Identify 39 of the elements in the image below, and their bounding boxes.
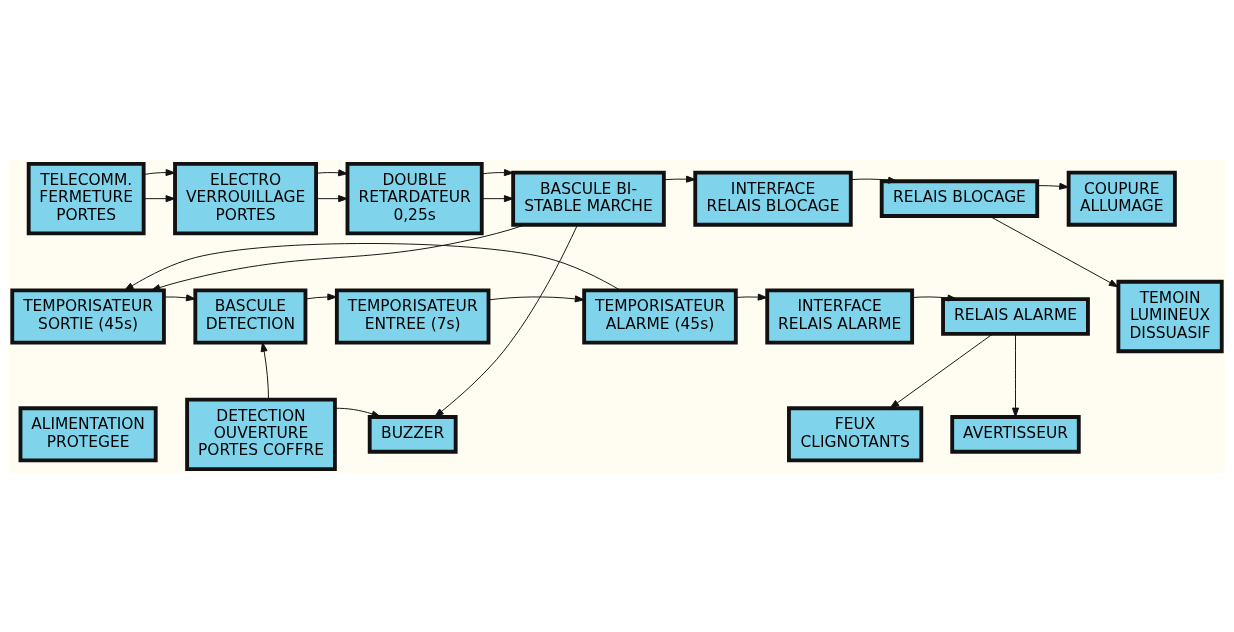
arrow (334, 407, 382, 417)
arrow (163, 293, 196, 301)
node-box: DOUBLE RETARDATEUR 0,25s (345, 161, 484, 235)
arrow (143, 168, 176, 176)
arrow (260, 341, 270, 400)
arrow (663, 175, 696, 183)
arrow (150, 223, 526, 291)
node-box: TELECOMM. FERMETURE PORTES (26, 161, 146, 235)
node-box: ALIMENTATION PROTEGEE (18, 405, 158, 462)
node-box: TEMPORISATEUR ENTREE (7s) (334, 288, 491, 344)
arrow (1011, 333, 1020, 417)
node-box: BASCULE BI-STABLE MARCHE (511, 170, 666, 227)
node-box: FEUX CLIGNOTANTS (787, 405, 924, 462)
arrow (315, 168, 348, 176)
node-box: COUPURE ALLUMAGE (1066, 170, 1177, 227)
node-box: ELECTRO VERROUILLAGE PORTES (173, 161, 318, 235)
node-box: INTERFACE RELAIS ALARME (765, 288, 915, 344)
arrow (143, 194, 176, 202)
node-box: BUZZER (367, 414, 458, 454)
arrow (481, 194, 514, 202)
arrow (911, 294, 958, 301)
node-box: DETECTION OUVERTURE PORTES COFFRE (185, 397, 337, 471)
node-box: BASCULE DETECTION (193, 288, 308, 344)
arrow (434, 223, 578, 417)
arrow (850, 176, 898, 184)
arrow (124, 242, 622, 291)
node-box: TEMPORISATEUR SORTIE (45s) (10, 288, 166, 344)
arrow (481, 168, 514, 176)
arrow (1036, 182, 1069, 190)
arrow (735, 293, 768, 301)
arrow (989, 215, 1119, 287)
arrow (488, 294, 585, 302)
arrow (305, 292, 337, 300)
arrow (889, 333, 993, 409)
node-box: TEMOIN LUMINEUX DISSUASIF (1116, 279, 1224, 353)
node-box: TEMPORISATEUR ALARME (45s) (582, 288, 738, 344)
node-box: AVERTISSEUR (950, 414, 1081, 454)
arrow (315, 194, 348, 202)
node-box: INTERFACE RELAIS BLOCAGE (693, 170, 853, 227)
